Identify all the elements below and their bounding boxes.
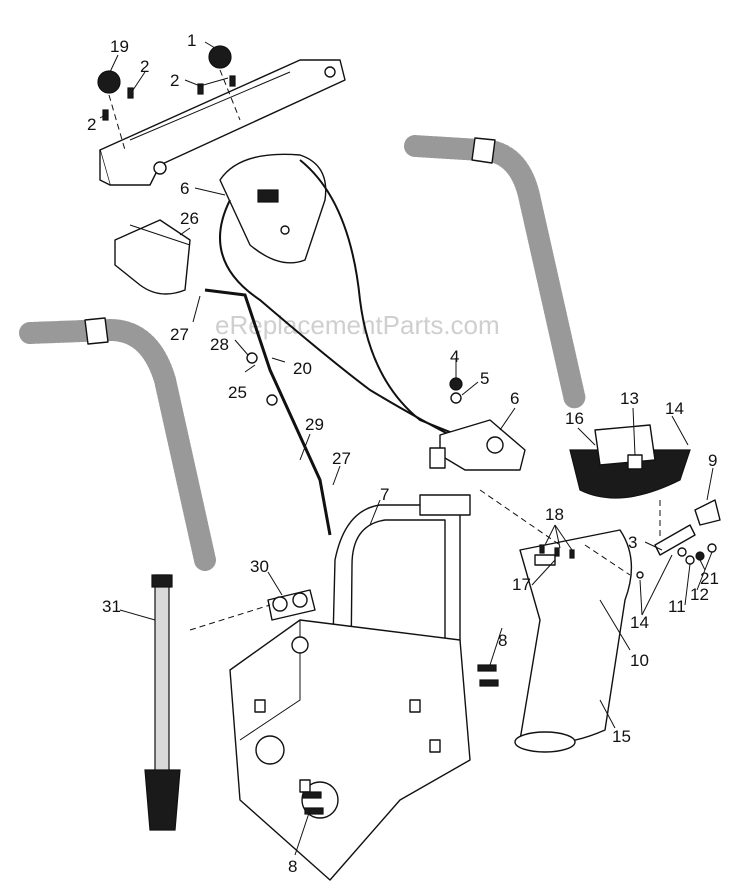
callout-6-b: 6 [510, 389, 519, 408]
callout-1: 1 [187, 31, 196, 50]
callout-6-a: 6 [180, 179, 189, 198]
control-panel-bracket [99, 59, 346, 186]
callout-21: 21 [700, 569, 719, 588]
shift-bracket-26 [114, 219, 191, 295]
callout-18: 18 [545, 505, 564, 524]
screw-2-group [102, 75, 236, 121]
callout-8-b: 8 [288, 857, 297, 876]
callout-4: 4 [450, 347, 459, 366]
cable-2 [219, 199, 461, 441]
callout-28: 28 [210, 335, 229, 354]
callout-8-a: 8 [498, 631, 507, 650]
callout-26: 26 [180, 209, 199, 228]
callout-31: 31 [102, 597, 121, 616]
callouts: 19 1 2 2 2 6 26 27 28 25 20 4 5 6 13 14 … [87, 31, 719, 876]
screws-18 [539, 544, 575, 559]
callout-30: 30 [250, 557, 269, 576]
callout-15: 15 [612, 727, 631, 746]
callout-2-a: 2 [140, 57, 149, 76]
callout-16: 16 [565, 409, 584, 428]
right-handle-tube [404, 135, 586, 411]
chute-control-dial [219, 153, 327, 264]
callout-13: 13 [620, 389, 639, 408]
left-handle-tube [19, 317, 216, 571]
deflector-16 [569, 424, 691, 499]
callout-25: 25 [228, 383, 247, 402]
callout-19: 19 [110, 37, 129, 56]
callout-27-a: 27 [170, 325, 189, 344]
callout-12: 12 [690, 585, 709, 604]
callout-14-a: 14 [665, 399, 684, 418]
callout-7: 7 [380, 485, 389, 504]
bolts-8 [302, 664, 499, 815]
callout-2-c: 2 [170, 71, 179, 90]
leader-lines [99, 41, 714, 856]
callout-17: 17 [512, 575, 531, 594]
callout-29: 29 [305, 415, 324, 434]
callout-9: 9 [708, 451, 717, 470]
shift-rod-29 [204, 288, 332, 536]
callout-5: 5 [480, 369, 489, 388]
callout-14-b: 14 [630, 613, 649, 632]
clip-30 [267, 589, 316, 621]
frame-housing [229, 619, 471, 881]
watermark-text: eReplacementParts.com [215, 310, 500, 340]
cable [299, 159, 471, 441]
chute-rotator-assembly [429, 377, 526, 471]
clean-out-tool-31 [144, 574, 181, 831]
callout-10: 10 [630, 651, 649, 670]
knob-1 [208, 45, 232, 69]
callout-20: 20 [293, 359, 312, 378]
callout-11: 11 [668, 597, 686, 616]
callout-27-b: 27 [332, 449, 351, 468]
deflector-hardware [636, 499, 721, 579]
knob-19 [97, 70, 121, 94]
callout-2-b: 2 [87, 115, 96, 134]
callout-3: 3 [628, 533, 637, 552]
discharge-chute-15 [514, 529, 633, 753]
